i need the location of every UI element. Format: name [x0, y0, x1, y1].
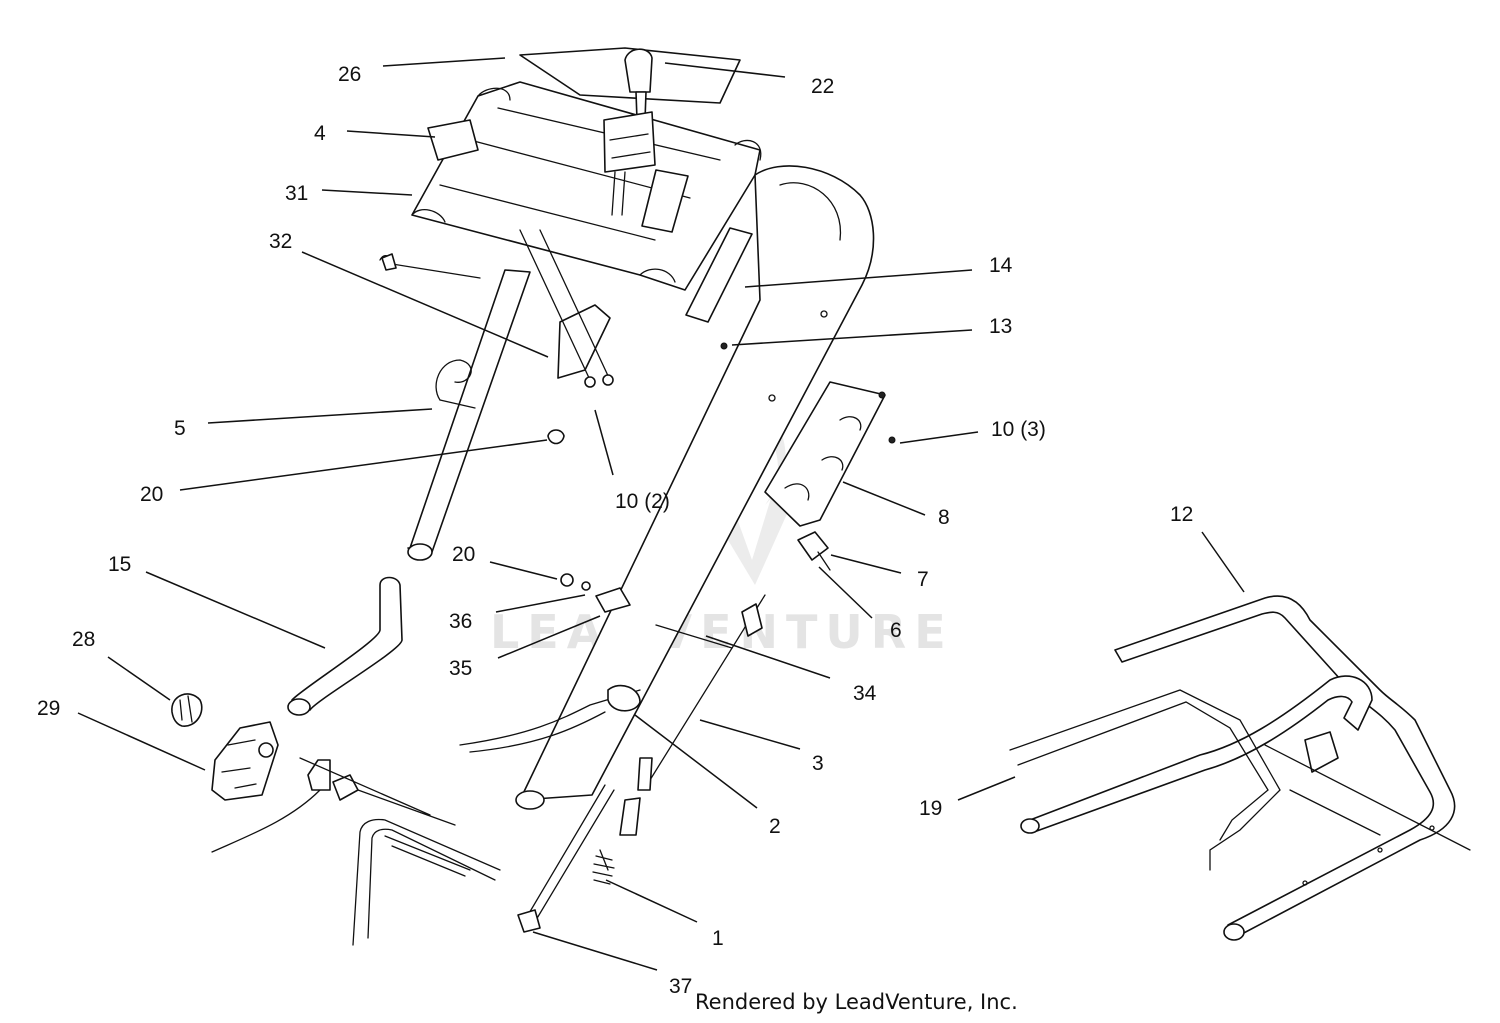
callout-2: 2 [769, 815, 781, 838]
control-panel-assembly [411, 47, 762, 291]
callout-20-lower: 20 [452, 543, 475, 566]
left-lower-assembly [171, 269, 531, 946]
callout-labels: 26 22 4 31 32 14 13 5 10 (3) 20 10 (2) 8… [37, 63, 1193, 998]
callout-36: 36 [449, 610, 472, 633]
watermark-text: LEADVENTURE [490, 605, 954, 659]
callout-6: 6 [890, 619, 902, 642]
cable-assembly [459, 594, 766, 933]
callout-10-3: 10 (3) [991, 418, 1046, 441]
callout-4: 4 [314, 122, 326, 145]
callout-12: 12 [1170, 503, 1193, 526]
callout-5: 5 [174, 417, 186, 440]
callout-22: 22 [811, 75, 834, 98]
callout-19: 19 [919, 797, 942, 820]
callout-29: 29 [37, 697, 60, 720]
callout-34: 34 [853, 682, 877, 705]
upper-handle [515, 165, 875, 810]
callout-20-upper: 20 [140, 483, 163, 506]
callout-26: 26 [338, 63, 361, 86]
callout-31: 31 [285, 182, 308, 205]
callout-7: 7 [917, 568, 929, 591]
callout-3: 3 [812, 752, 824, 775]
callout-8: 8 [938, 506, 950, 529]
callout-28: 28 [72, 628, 95, 651]
render-credit: Rendered by LeadVenture, Inc. [695, 990, 1018, 1014]
callout-14: 14 [989, 254, 1013, 277]
callout-35: 35 [449, 657, 472, 680]
callout-10-2: 10 (2) [615, 490, 670, 513]
callout-13: 13 [989, 315, 1012, 338]
bracket-and-hardware [379, 227, 753, 445]
callout-37: 37 [669, 975, 692, 998]
handle-assembly-right [1009, 595, 1471, 941]
callout-15: 15 [108, 553, 131, 576]
callout-32: 32 [269, 230, 292, 253]
control-bar-assembly [560, 381, 896, 649]
callout-1: 1 [712, 927, 724, 950]
leader-lines [77, 57, 1245, 971]
